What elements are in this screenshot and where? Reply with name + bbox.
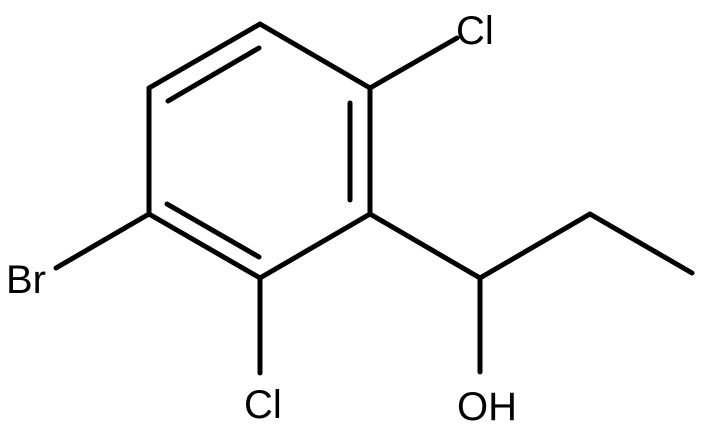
ring-inner-double-bond-top xyxy=(165,45,262,104)
ring-inner-double-bond-bottom-left xyxy=(164,201,262,260)
atom-label-cl-top: Cl xyxy=(456,9,494,53)
ring-bond-c5-c6 xyxy=(146,211,263,281)
atom-label-oh: OH xyxy=(457,385,517,428)
bond-ch2-to-ch3 xyxy=(587,211,695,276)
atom-label-br: Br xyxy=(6,258,46,302)
ring-bond-c4-c5 xyxy=(257,211,373,281)
benzene-ring xyxy=(146,21,373,281)
bond-chiral-carbon-to-ch2 xyxy=(477,211,593,281)
ring-bond-c2-c3 xyxy=(257,21,373,91)
atom-label-cl-bottom: Cl xyxy=(244,383,282,427)
bond-to-cl-top xyxy=(367,35,460,91)
bond-ring-to-chiral-carbon xyxy=(367,211,483,281)
bond-to-br xyxy=(53,211,152,271)
ring-bond-c1-c2 xyxy=(146,21,263,91)
